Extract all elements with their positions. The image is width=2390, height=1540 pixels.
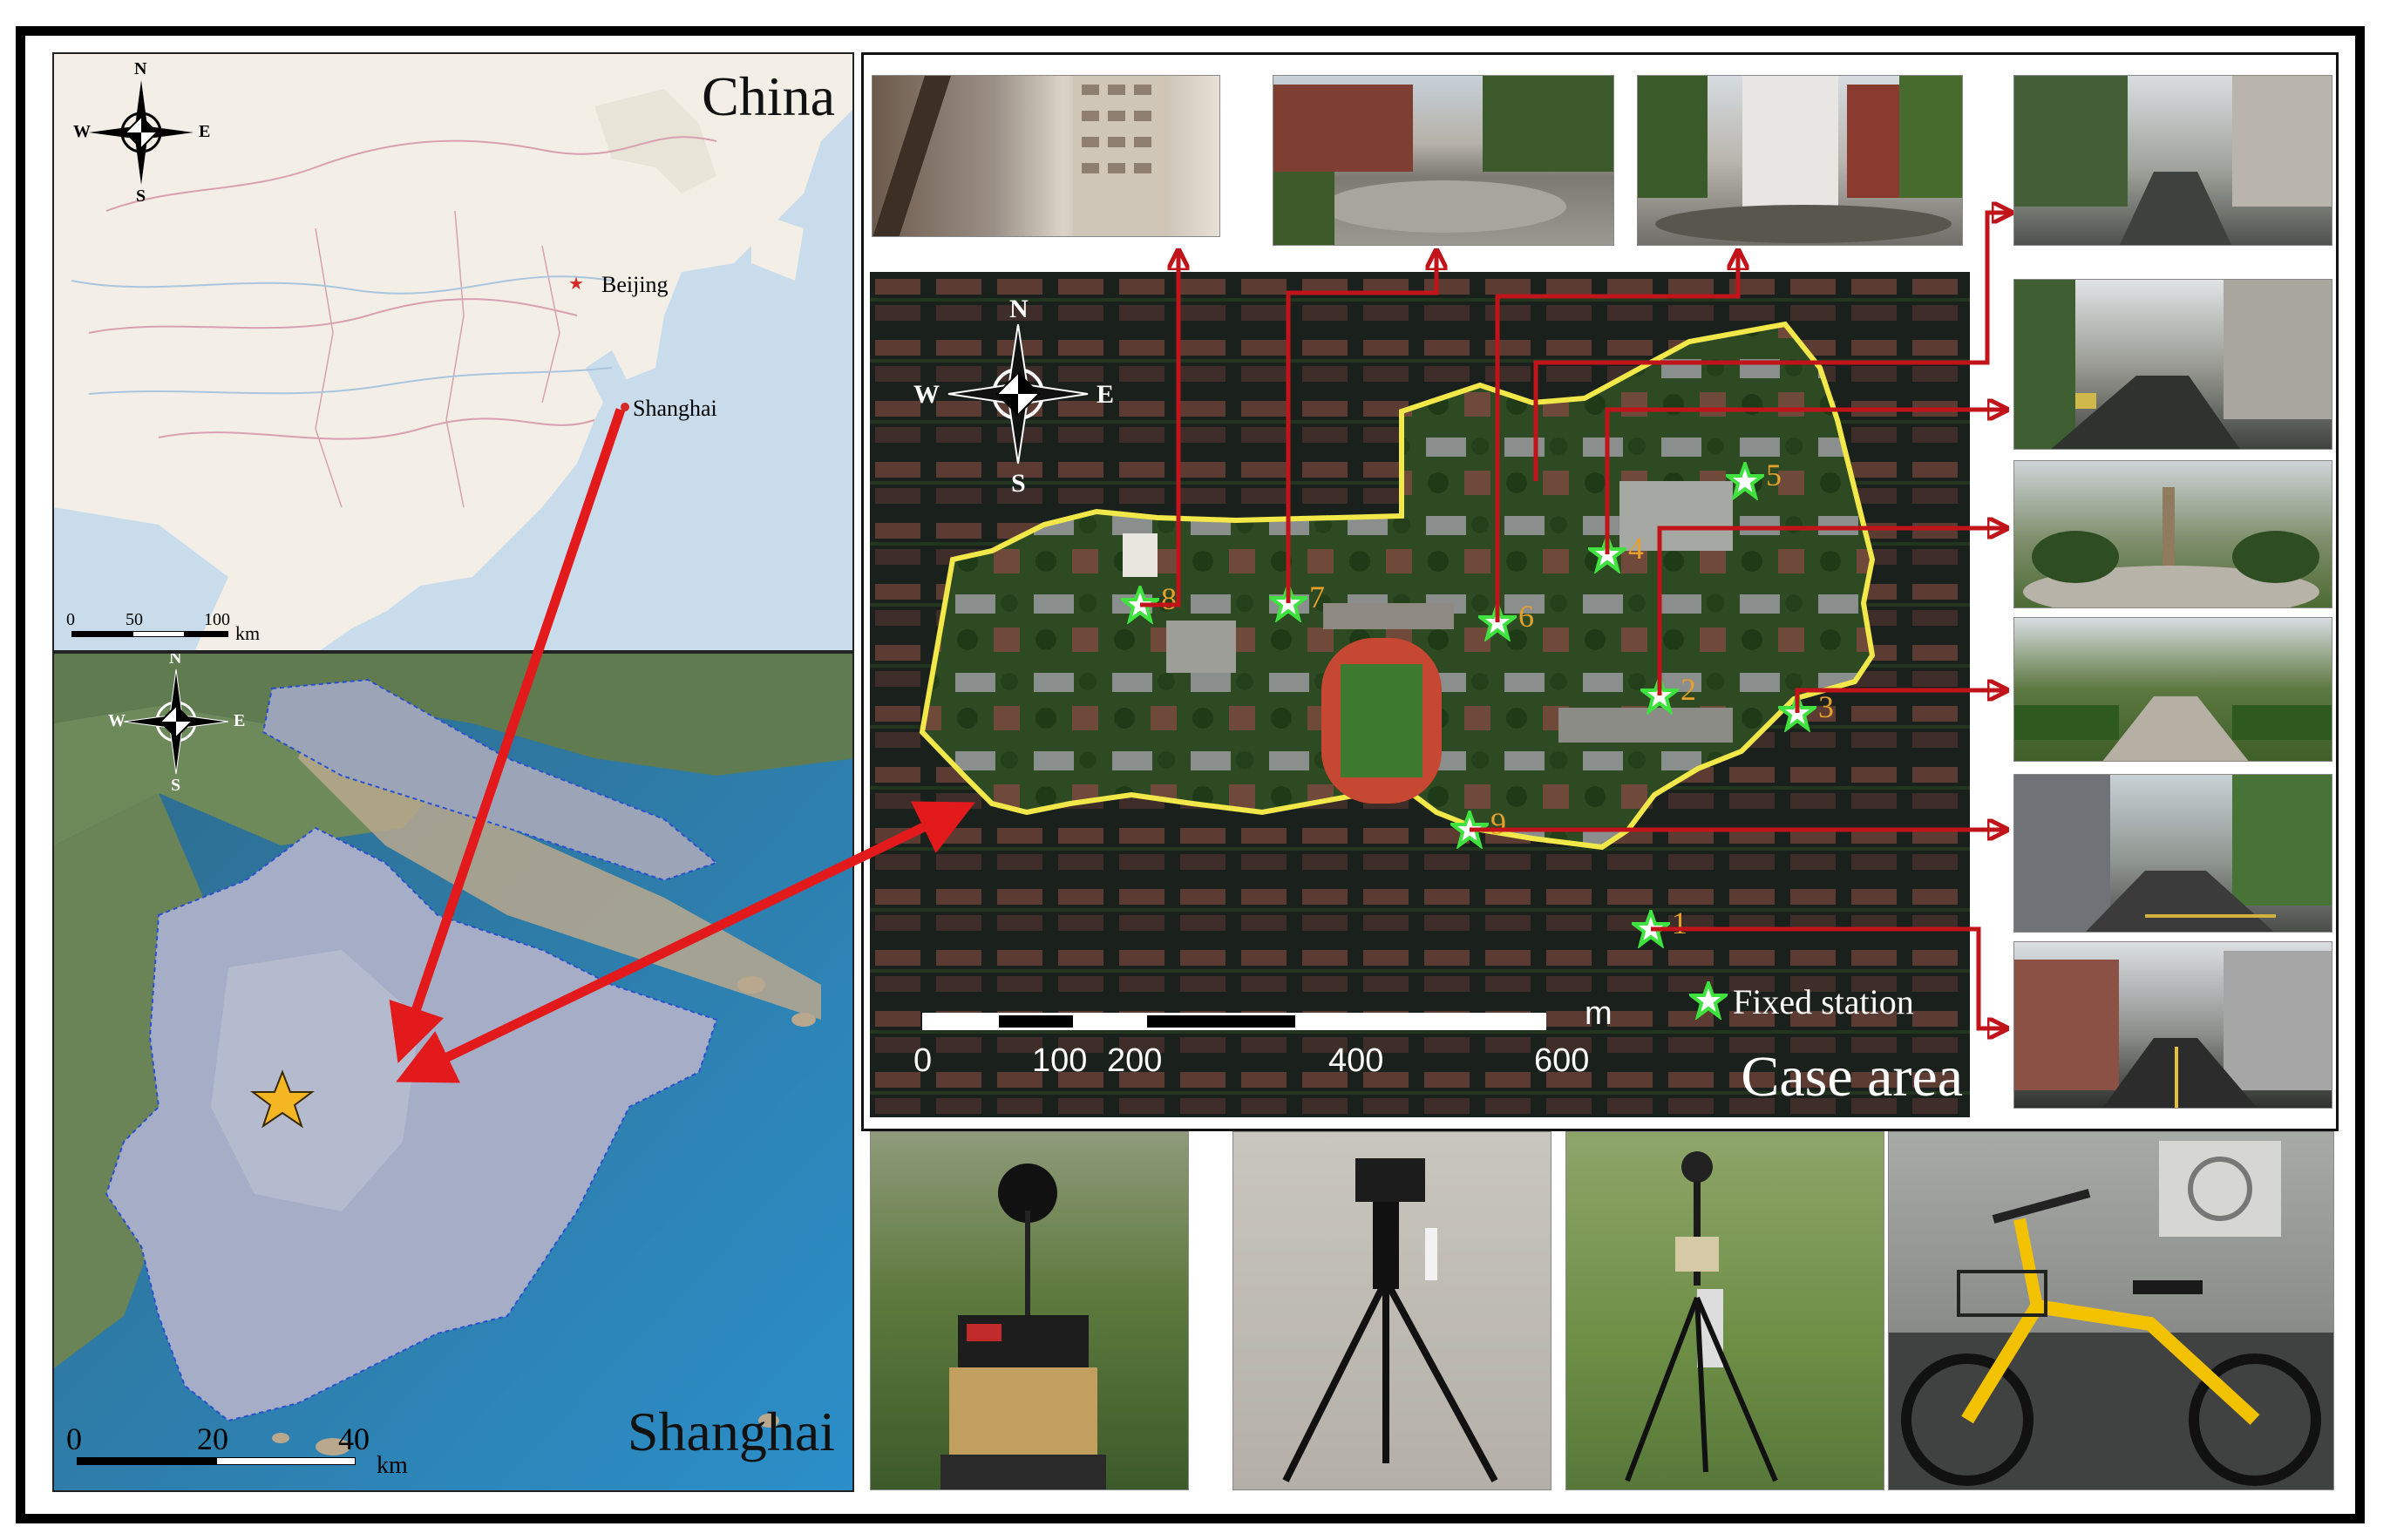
star-icon bbox=[250, 1069, 315, 1129]
station-8: 8 bbox=[1117, 581, 1177, 628]
shanghai-label: Shanghai bbox=[633, 396, 717, 421]
site-photo-7 bbox=[1273, 75, 1614, 246]
site-photo-9 bbox=[2013, 774, 2332, 933]
compass-s: S bbox=[1011, 469, 1026, 498]
station-6: 6 bbox=[1475, 599, 1534, 646]
legend-label: Fixed station bbox=[1733, 982, 1914, 1021]
compass-e: E bbox=[234, 711, 246, 730]
compass-e: E bbox=[199, 122, 211, 141]
case-scale-100: 100 bbox=[1032, 1042, 1088, 1079]
shanghai-scale-0: 0 bbox=[66, 1421, 82, 1456]
station-5: 5 bbox=[1722, 458, 1782, 505]
compass-s: S bbox=[136, 187, 146, 206]
station-star-icon bbox=[1722, 458, 1768, 502]
station-star-icon bbox=[1475, 600, 1520, 643]
station-star-icon bbox=[1266, 580, 1311, 624]
china-map-panel: ★ China Beijing Shanghai N S E W 0 50 10… bbox=[52, 52, 854, 652]
station-number: 8 bbox=[1161, 581, 1177, 616]
station-1: 1 bbox=[1628, 906, 1687, 953]
china-scale-100: 100 bbox=[204, 610, 230, 629]
station-star-icon bbox=[1585, 532, 1630, 575]
station-9: 9 bbox=[1447, 806, 1506, 853]
china-scale-50: 50 bbox=[126, 610, 143, 629]
shanghai-marker bbox=[621, 403, 629, 411]
station-3: 3 bbox=[1775, 689, 1834, 736]
station-2: 2 bbox=[1637, 672, 1696, 719]
site-photo-6 bbox=[1637, 75, 1963, 246]
compass-n: N bbox=[1009, 295, 1029, 323]
shanghai-scale-40: 40 bbox=[338, 1421, 370, 1456]
site-photo-2 bbox=[2013, 460, 2332, 608]
station-star-icon bbox=[1775, 690, 1820, 734]
case-scale-200: 200 bbox=[1107, 1042, 1163, 1079]
shanghai-map-panel: Shanghai N S E W 0 20 40 km bbox=[52, 652, 854, 1492]
compass-e: E bbox=[1097, 380, 1115, 409]
compass-s: S bbox=[171, 776, 181, 795]
station-number: 4 bbox=[1628, 531, 1644, 566]
station-number: 9 bbox=[1490, 806, 1506, 841]
beijing-marker: ★ bbox=[568, 275, 584, 294]
station-number: 1 bbox=[1672, 906, 1687, 940]
shanghai-map-title: Shanghai bbox=[627, 1401, 835, 1462]
china-scale-unit: km bbox=[235, 622, 261, 644]
compass-rose-icon: N S E W bbox=[913, 295, 1114, 498]
site-photo-3 bbox=[2013, 617, 2332, 762]
station-star-icon bbox=[1637, 673, 1682, 716]
case-area-map: N S E W 1 2 3 4 5 6 7 8 9 0 100 200 400 600 m Fi… bbox=[870, 272, 1970, 1117]
equipment-photo-station bbox=[870, 1131, 1189, 1490]
station-legend: Fixed station bbox=[1689, 980, 1968, 1023]
compass-w: W bbox=[108, 711, 126, 730]
shanghai-scale-20: 20 bbox=[197, 1421, 228, 1456]
station-number: 2 bbox=[1680, 672, 1696, 707]
site-photo-4 bbox=[2013, 279, 2332, 450]
china-scale-bar: 0 50 100 km bbox=[63, 610, 324, 647]
equipment-photo-bicycle bbox=[1888, 1131, 2334, 1490]
compass-rose-icon: N S E W bbox=[71, 59, 211, 206]
shanghai-scale-unit: km bbox=[377, 1452, 408, 1479]
compass-n: N bbox=[169, 652, 182, 668]
site-photo-5 bbox=[2013, 75, 2332, 246]
station-7: 7 bbox=[1266, 580, 1325, 627]
china-scale-0: 0 bbox=[66, 610, 75, 629]
legend-star-icon bbox=[1689, 981, 1728, 1020]
case-scale-0: 0 bbox=[913, 1042, 933, 1079]
station-4: 4 bbox=[1585, 531, 1644, 578]
station-number: 7 bbox=[1309, 580, 1325, 614]
case-scale-600: 600 bbox=[1534, 1042, 1590, 1079]
site-photo-8 bbox=[872, 75, 1220, 237]
station-number: 3 bbox=[1818, 689, 1834, 724]
beijing-label: Beijing bbox=[601, 272, 669, 297]
station-star-icon bbox=[1447, 807, 1492, 851]
case-area-title: Case area bbox=[1741, 1045, 1963, 1109]
case-scale-400: 400 bbox=[1328, 1042, 1384, 1079]
equipment-photo-tripod-1 bbox=[1232, 1131, 1551, 1490]
equipment-photo-tripod-2 bbox=[1565, 1131, 1884, 1490]
shanghai-scale-bar: 0 20 40 km bbox=[63, 1421, 429, 1482]
case-scale-bar: 0 100 200 400 600 m bbox=[913, 995, 1663, 1091]
compass-n: N bbox=[134, 59, 147, 78]
station-star-icon bbox=[1117, 582, 1163, 626]
compass-rose-icon: N S E W bbox=[106, 652, 246, 795]
station-star-icon bbox=[1628, 906, 1674, 950]
case-scale-unit: m bbox=[1585, 995, 1613, 1032]
compass-w: W bbox=[913, 380, 940, 409]
china-map-title: China bbox=[702, 65, 835, 127]
station-number: 5 bbox=[1766, 458, 1782, 492]
station-number: 6 bbox=[1518, 599, 1534, 634]
compass-w: W bbox=[73, 122, 91, 141]
site-photo-1 bbox=[2013, 941, 2332, 1109]
